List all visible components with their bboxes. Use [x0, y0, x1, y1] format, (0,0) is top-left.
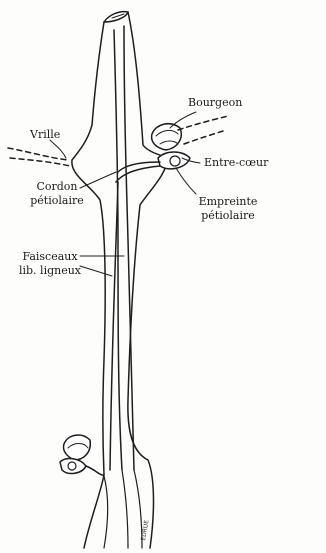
label-cordon-line2: pétiolaire [26, 194, 88, 207]
stem-outline-left [72, 22, 105, 475]
tendril-dashed [8, 148, 68, 160]
lower-scar [60, 459, 86, 474]
label-bourgeon: Bourgeon [188, 96, 242, 109]
vascular-bundle-2 [124, 26, 134, 470]
vascular-bundle-3 [110, 182, 118, 470]
label-faisceaux-line2: lib. ligneux [14, 264, 86, 277]
label-vrille: Vrille [30, 128, 60, 141]
leader-vrille [50, 140, 66, 158]
lower-stem-left [84, 466, 104, 548]
label-empreinte-line2: pétiolaire [192, 209, 264, 222]
label-empreinte-line1: Empreinte [192, 195, 264, 208]
label-entre-coeur: Entre-cœur [204, 156, 268, 169]
entre-coeur-dash-1 [178, 116, 228, 130]
entre-coeur-dash-2 [184, 130, 226, 144]
bud [152, 124, 182, 150]
lower-bud [63, 435, 90, 460]
label-cordon-line1: Cordon [26, 180, 88, 193]
label-faisceaux-line1: Faisceaux [14, 250, 86, 263]
leader-empreinte [176, 168, 196, 194]
